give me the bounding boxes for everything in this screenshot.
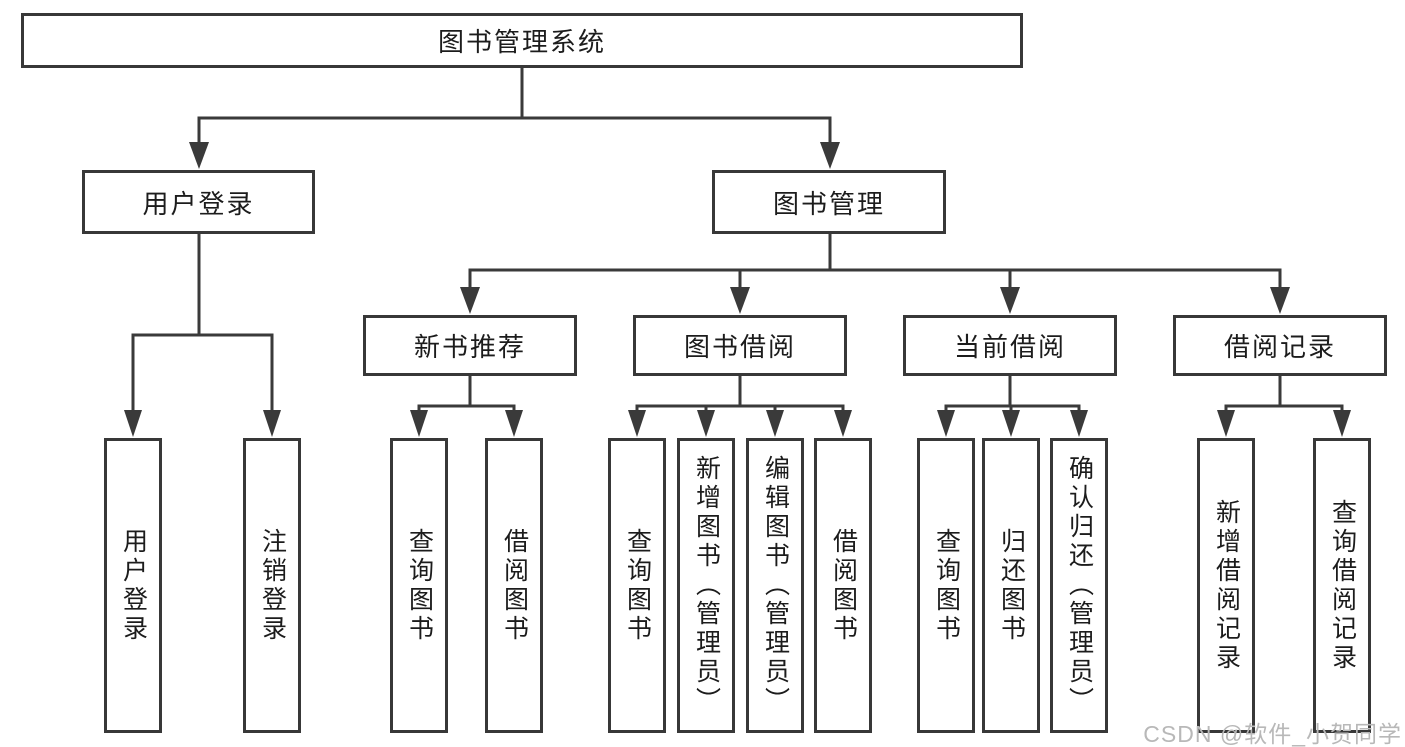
node-current-borrowing: 当前借阅 [903, 315, 1117, 376]
leaf-add-borrow-record: 新增借阅记录 [1197, 438, 1255, 733]
node-new-book-recommendation: 新书推荐 [363, 315, 577, 376]
leaf-query-books-current-label: 查询图书 [932, 527, 961, 644]
arrow-down-icon [1070, 410, 1088, 437]
connector-root [197, 66, 832, 146]
node-book-management: 图书管理 [712, 170, 946, 234]
leaf-user-login: 用户登录 [104, 438, 162, 733]
leaf-logout-label: 注销登录 [258, 527, 287, 644]
leaf-borrow-books-label: 借阅图书 [829, 527, 858, 644]
arrow-down-icon [505, 410, 523, 437]
leaf-edit-book-admin-label: 编辑图书（管理员） [761, 455, 790, 716]
arrow-down-icon [410, 410, 428, 437]
leaf-add-borrow-record-label: 新增借阅记录 [1212, 498, 1241, 673]
leaf-confirm-return-admin: 确认归还（管理员） [1050, 438, 1108, 733]
arrow-down-icon [628, 410, 646, 437]
connector-borrowing-records [1224, 373, 1344, 414]
leaf-query-books-recommend-label: 查询图书 [405, 527, 434, 644]
node-borrowing-records: 借阅记录 [1173, 315, 1387, 376]
leaf-logout: 注销登录 [243, 438, 301, 733]
leaf-user-login-label: 用户登录 [119, 527, 148, 644]
arrow-down-icon [189, 142, 209, 169]
node-new-book-recommendation-label: 新书推荐 [413, 332, 526, 362]
connector-book-management [468, 231, 1282, 291]
arrow-down-icon [1270, 287, 1290, 314]
arrow-down-icon [766, 410, 784, 437]
node-book-borrowing-label: 图书借阅 [683, 332, 796, 362]
arrow-down-icon [820, 142, 840, 169]
leaf-query-books-borrowing: 查询图书 [608, 438, 666, 733]
leaf-add-book-admin-label: 新增图书（管理员） [692, 455, 721, 716]
leaf-query-borrow-record: 查询借阅记录 [1313, 438, 1371, 733]
arrow-down-icon [263, 410, 281, 437]
leaf-query-books-recommend: 查询图书 [390, 438, 448, 733]
leaf-borrow-books-recommend: 借阅图书 [485, 438, 543, 733]
connector-current-borrowing [944, 373, 1081, 414]
leaf-borrow-books: 借阅图书 [814, 438, 872, 733]
arrow-down-icon [730, 287, 750, 314]
node-system-root-label: 图书管理系统 [437, 27, 606, 57]
node-borrowing-records-label: 借阅记录 [1223, 332, 1336, 362]
arrow-down-icon [460, 287, 480, 314]
arrow-down-icon [1217, 410, 1235, 437]
arrow-down-icon [1333, 410, 1351, 437]
connector-new-book-recommendation [417, 373, 516, 414]
leaf-query-books-current: 查询图书 [917, 438, 975, 733]
leaf-query-books-borrowing-label: 查询图书 [623, 527, 652, 644]
node-book-borrowing: 图书借阅 [633, 315, 847, 376]
leaf-borrow-books-recommend-label: 借阅图书 [500, 527, 529, 644]
leaf-return-book: 归还图书 [982, 438, 1040, 733]
leaf-confirm-return-admin-label: 确认归还（管理员） [1065, 455, 1094, 716]
leaf-add-book-admin: 新增图书（管理员） [677, 438, 735, 733]
leaf-query-borrow-record-label: 查询借阅记录 [1328, 498, 1357, 673]
connector-user-login [131, 231, 274, 414]
arrow-down-icon [937, 410, 955, 437]
arrow-down-icon [697, 410, 715, 437]
connector-book-borrowing [635, 373, 845, 414]
node-current-borrowing-label: 当前借阅 [953, 332, 1066, 362]
node-system-root: 图书管理系统 [21, 13, 1023, 68]
leaf-return-book-label: 归还图书 [997, 527, 1026, 644]
leaf-edit-book-admin: 编辑图书（管理员） [746, 438, 804, 733]
node-book-management-label: 图书管理 [772, 188, 885, 219]
node-user-login: 用户登录 [82, 170, 315, 234]
arrow-down-icon [834, 410, 852, 437]
watermark-text: CSDN @软件_小贺同学 [1143, 721, 1402, 747]
arrow-down-icon [1000, 287, 1020, 314]
node-user-login-label: 用户登录 [142, 188, 255, 219]
arrow-down-icon [1002, 410, 1020, 437]
arrow-down-icon [124, 410, 142, 437]
